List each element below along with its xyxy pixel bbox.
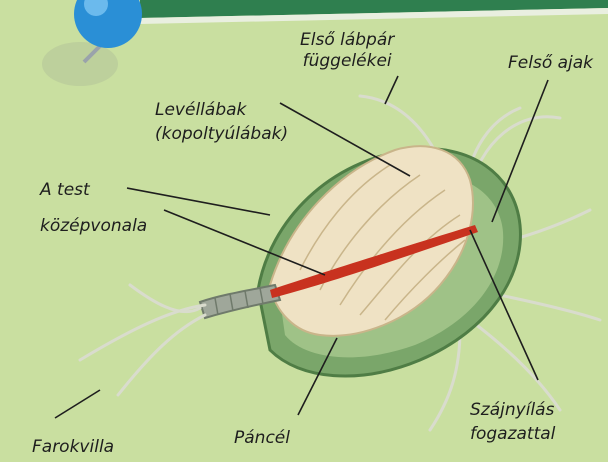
label-first-legs-line1: Első lábpár	[300, 30, 394, 51]
label-first-legs: Első lábpár függelékei	[300, 30, 394, 72]
label-body-midline-line2: középvonala	[40, 208, 147, 244]
label-tail-fork: Farokvilla	[32, 437, 114, 458]
label-mouth-line2: fogazattal	[470, 422, 555, 446]
label-first-legs-line2: függelékei	[300, 51, 394, 72]
label-upper-lip: Felső ajak	[508, 53, 593, 74]
label-mouth-line1: Szájnyílás	[470, 398, 555, 422]
label-mouth: Szájnyílás fogazattal	[470, 398, 555, 446]
label-carapace: Páncél	[234, 428, 290, 449]
label-leaf-legs-line1: Levéllábak	[155, 98, 288, 122]
tail-fork	[80, 285, 205, 395]
label-body-midline-line1: A test	[40, 172, 147, 208]
label-leaf-legs: Levéllábak (kopoltyúlábak)	[155, 98, 288, 146]
pin-icon	[42, 0, 142, 86]
label-body-midline: A test középvonala	[40, 172, 147, 244]
label-leaf-legs-line2: (kopoltyúlábak)	[155, 122, 288, 146]
